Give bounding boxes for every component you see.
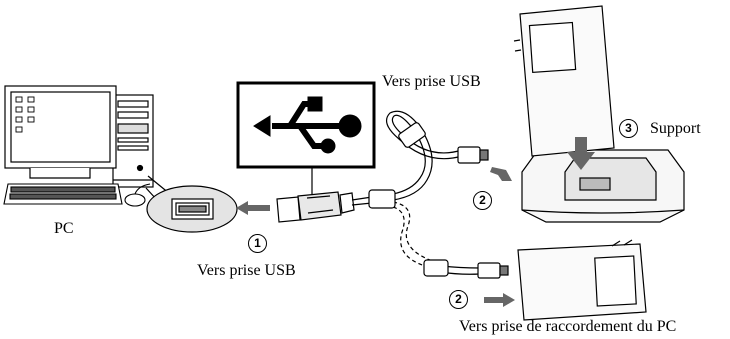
- step-2-player-badge: 2: [449, 290, 468, 309]
- player-connector-plug: [477, 262, 509, 279]
- ferrite-core: [368, 122, 449, 277]
- arrow-into-cradle: [567, 137, 595, 170]
- step-2-cradle-badge: 2: [473, 191, 492, 210]
- usb-port-pc-label: Vers prise USB: [197, 262, 296, 279]
- usb-port-top-label: Vers prise USB: [382, 73, 481, 90]
- usb-logo-box: [236, 81, 376, 194]
- usb-trident-icon: [253, 96, 362, 154]
- pc-label: PC: [54, 220, 74, 237]
- player-upright: [513, 5, 615, 157]
- pc-monitor: [4, 85, 117, 179]
- pc-usb-port-callout: [145, 175, 238, 233]
- pc-keyboard: [3, 183, 123, 205]
- step-1-badge: 1: [248, 234, 267, 253]
- arrow-to-pc-port: [236, 201, 270, 215]
- usb-a-plug: [276, 191, 355, 223]
- pc-connector-label: Vers prise de raccordement du PC: [459, 318, 677, 335]
- support-label: Support: [650, 120, 701, 137]
- pc-mouse: [124, 183, 151, 207]
- cradle-connector-plug: [457, 146, 489, 164]
- arrow-to-player: [484, 293, 515, 307]
- arrow-to-cradle: [490, 167, 512, 181]
- pc-tower: [112, 94, 154, 188]
- cradle: [521, 149, 685, 223]
- step-3-badge: 3: [619, 119, 638, 138]
- player-lying: [517, 239, 647, 321]
